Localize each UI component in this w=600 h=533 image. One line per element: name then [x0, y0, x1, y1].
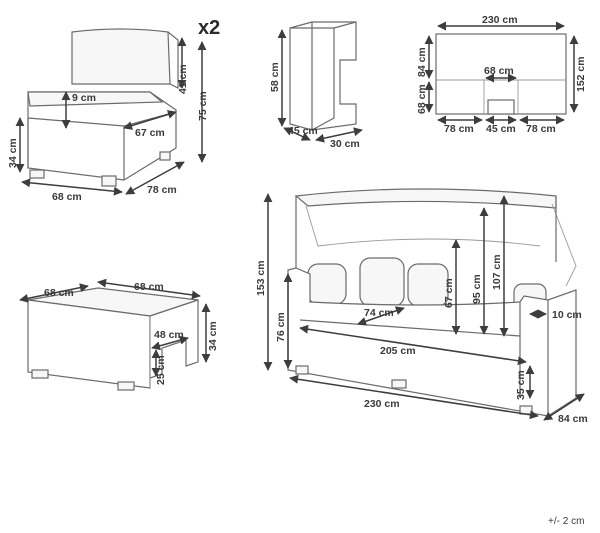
- chair-drawing: [27, 28, 179, 187]
- ottoman-inner-depth-dim: [151, 335, 189, 351]
- side-table-width-dim: [283, 127, 311, 141]
- top-view-back-label: 84 cm: [416, 47, 428, 77]
- sofa-seat-height-label: 76 cm: [275, 312, 287, 342]
- top-view-depth-label: 152 cm: [575, 56, 587, 92]
- chair-back-height-label: 41 cm: [177, 64, 189, 94]
- sofa-depth-label: 84 cm: [558, 413, 588, 425]
- sofa-canopy-height-label: 153 cm: [255, 260, 267, 296]
- sofa-total-width-dim: [289, 374, 539, 420]
- top-view-middle-label: 45 cm: [486, 123, 516, 135]
- sofa-armrest-label: 10 cm: [552, 309, 582, 321]
- top-view-left-label: 78 cm: [444, 123, 474, 135]
- sofa-depth-dim: [543, 393, 585, 421]
- sofa-drawing: [287, 188, 577, 417]
- ottoman-top-width-dim: [97, 278, 201, 300]
- chair-cushion-label: 9 cm: [72, 92, 96, 104]
- sofa-base-height-label: 35 cm: [515, 370, 527, 400]
- chair-seat-depth-dim: [123, 110, 177, 130]
- top-view-footrest-width-label: 68 cm: [484, 65, 514, 77]
- top-view-footrest-depth-label: 68 cm: [416, 84, 428, 114]
- top-view-drawing: [435, 33, 567, 115]
- side-table-height-label: 58 cm: [269, 62, 281, 92]
- ottoman-side-depth-dim: [19, 283, 89, 303]
- sofa-back-height-label: 67 cm: [443, 278, 455, 308]
- sofa-total-width-label: 230 cm: [364, 398, 400, 410]
- ottoman-height-label: 34 cm: [207, 321, 219, 351]
- ottoman-top-width-label: 68 cm: [134, 281, 164, 293]
- top-view-width-label: 230 cm: [482, 14, 518, 26]
- sofa-seat-depth-label: 74 cm: [364, 307, 394, 319]
- side-table-depth-dim: [315, 127, 363, 143]
- chair-seat-depth-label: 67 cm: [135, 127, 165, 139]
- sofa-canopy-mid-label: 107 cm: [491, 254, 503, 290]
- chair-total-height-label: 75 cm: [197, 91, 209, 121]
- ottoman-inner-height-label: 25 cm: [155, 355, 167, 385]
- chair-width-label: 68 cm: [52, 191, 82, 203]
- tolerance-note: +/- 2 cm: [548, 516, 584, 527]
- side-table-depth-label: 30 cm: [330, 138, 360, 150]
- chair-depth-label: 78 cm: [147, 184, 177, 196]
- chair-width-dim: [21, 178, 123, 196]
- side-table-drawing: [289, 21, 357, 131]
- chair-seat-height-label: 34 cm: [7, 138, 19, 168]
- sofa-seat-depth-dim: [357, 306, 405, 326]
- ottoman-inner-depth-label: 48 cm: [154, 329, 184, 341]
- chair-quantity-label: x2: [198, 17, 220, 39]
- chair-depth-dim: [125, 161, 185, 195]
- top-view-right-label: 78 cm: [526, 123, 556, 135]
- sofa-inner-width-label: 205 cm: [380, 345, 416, 357]
- ottoman-side-depth-label: 68 cm: [44, 287, 74, 299]
- side-table-width-label: 45 cm: [288, 125, 318, 137]
- sofa-canopy-inner-label: 95 cm: [471, 274, 483, 304]
- sofa-inner-width-dim: [299, 324, 527, 366]
